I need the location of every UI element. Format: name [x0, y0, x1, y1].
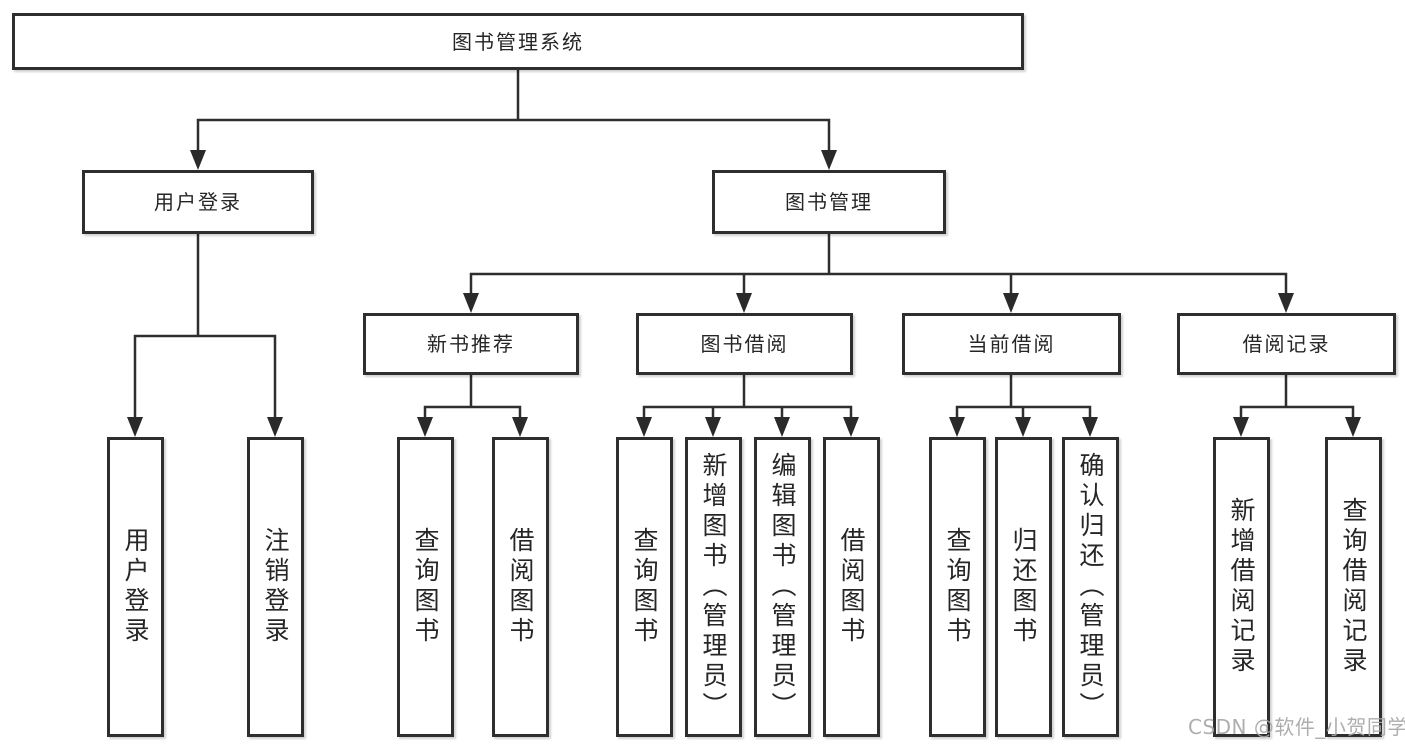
leaf-logout: 注销登录 — [247, 437, 304, 737]
node-label: 查询图书 — [411, 527, 440, 647]
node-label: 图书管理 — [785, 190, 873, 214]
node-label: 新增图书（管理员） — [699, 452, 728, 722]
arrowhead — [127, 417, 143, 437]
node-label: 注销登录 — [261, 527, 290, 647]
leaf-borrow-add-books-admin: 新增图书（管理员） — [685, 437, 742, 737]
csdn-watermark: CSDN @软件_小贺同学 — [1188, 715, 1405, 739]
leaf-current-query-books: 查询图书 — [929, 437, 986, 737]
node-current-borrowing: 当前借阅 — [902, 313, 1121, 375]
leaf-user-login: 用户登录 — [107, 437, 164, 737]
connector-lines — [133, 70, 1355, 421]
leaf-records-query-record: 查询借阅记录 — [1325, 437, 1382, 737]
arrowhead — [736, 293, 752, 313]
arrowhead — [843, 417, 859, 437]
arrowhead — [1233, 417, 1249, 437]
node-label: 用户登录 — [121, 527, 150, 647]
leaf-borrow-edit-books-admin: 编辑图书（管理员） — [754, 437, 811, 737]
leaf-records-add-record: 新增借阅记录 — [1213, 437, 1270, 737]
node-book-borrowing: 图书借阅 — [636, 313, 853, 375]
leaf-current-return-books: 归还图书 — [995, 437, 1052, 737]
arrowhead — [636, 417, 652, 437]
node-label: 归还图书 — [1009, 527, 1038, 647]
node-label: 查询借阅记录 — [1339, 497, 1368, 677]
node-root-library-management-system: 图书管理系统 — [12, 13, 1024, 70]
node-book-management: 图书管理 — [712, 170, 946, 234]
arrowhead — [1345, 417, 1361, 437]
node-borrowing-records: 借阅记录 — [1177, 313, 1396, 375]
arrowhead — [1015, 417, 1031, 437]
node-label: 借阅图书 — [837, 527, 866, 647]
node-label: 借阅图书 — [506, 527, 535, 647]
arrowhead — [512, 417, 528, 437]
arrowhead — [949, 417, 965, 437]
leaf-recommend-borrow-books: 借阅图书 — [492, 437, 549, 737]
node-label: 确认归还（管理员） — [1076, 452, 1105, 722]
arrowhead — [267, 417, 283, 437]
node-user-login: 用户登录 — [82, 170, 314, 234]
leaf-current-confirm-return-admin: 确认归还（管理员） — [1062, 437, 1119, 737]
node-label: 新书推荐 — [427, 332, 515, 356]
node-label: 新增借阅记录 — [1227, 497, 1256, 677]
node-label: 图书管理系统 — [452, 29, 584, 54]
arrowhead — [417, 417, 433, 437]
arrowhead — [705, 417, 721, 437]
node-label: 借阅记录 — [1242, 332, 1331, 356]
node-label: 当前借阅 — [967, 332, 1056, 356]
arrowhead — [774, 417, 790, 437]
arrowhead — [1278, 293, 1294, 313]
arrowhead — [463, 293, 479, 313]
leaf-borrow-borrow-books: 借阅图书 — [823, 437, 880, 737]
node-new-book-recommendation: 新书推荐 — [363, 313, 579, 375]
node-label: 查询图书 — [630, 527, 659, 647]
arrowheads — [127, 150, 1361, 437]
leaf-borrow-query-books: 查询图书 — [616, 437, 673, 737]
leaf-recommend-query-books: 查询图书 — [397, 437, 454, 737]
node-label: 编辑图书（管理员） — [768, 452, 797, 722]
arrowhead — [821, 150, 837, 170]
arrowhead — [190, 150, 206, 170]
arrowhead — [1082, 417, 1098, 437]
node-label: 查询图书 — [943, 527, 972, 647]
node-label: 图书借阅 — [700, 332, 789, 356]
arrowhead — [1003, 293, 1019, 313]
node-label: 用户登录 — [154, 190, 242, 214]
